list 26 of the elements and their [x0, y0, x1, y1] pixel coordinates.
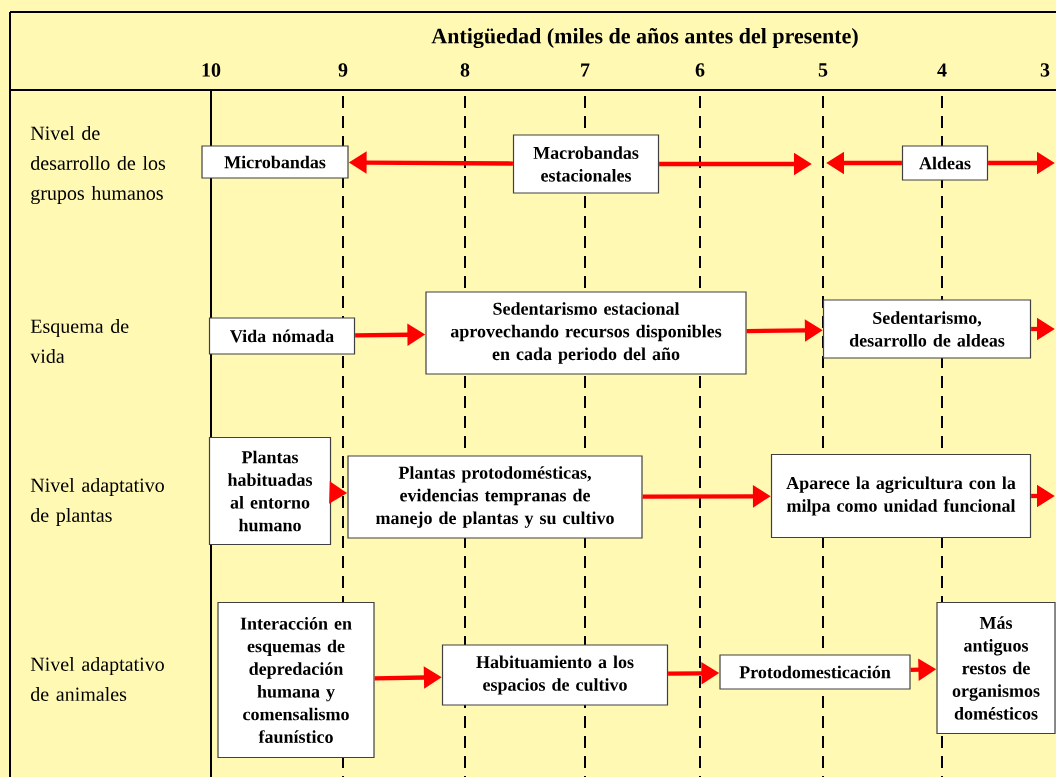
row-heading: Esquema de vida	[30, 318, 129, 363]
timeline-box: Interacción en esquemas de depredación humana y comensalismo faunístico	[217, 601, 375, 759]
timeline-box: Microbandas	[201, 145, 349, 179]
title: Antigüedad (miles de años antes del presente)	[431, 27, 858, 49]
timeline-box: Sedentarismo estacional aprovechando recursos disponibles en cada periodo del año	[425, 291, 747, 375]
row-heading: Nivel de desarrollo de los grupos humanos	[30, 125, 166, 205]
timeline-box: Habituamiento a los espacios de cultivo	[441, 644, 669, 706]
tick-label: 3	[1040, 63, 1050, 77]
tick-label: 8	[460, 63, 470, 77]
timeline-box: Protodomesticación	[719, 654, 911, 690]
timeline-box: Más antiguos restos de organismos domésticos	[936, 601, 1056, 735]
timeline-box: Plantas protodomésticas, evidencias tempranas de manejo de plantas y su cultivo	[347, 455, 643, 539]
row-heading: Nivel adaptativo de plantas	[30, 477, 164, 527]
row-heading: Nivel adaptativo de animales	[30, 656, 164, 701]
tick-label: 6	[695, 63, 705, 77]
timeline-box: Aparece la agricultura con la milpa como unidad funcional	[770, 453, 1032, 539]
timeline-box: Sedentarismo, desarrollo de aldeas	[822, 299, 1032, 359]
tick-label: 10	[202, 63, 221, 77]
tick-label: 5	[818, 63, 828, 77]
timeline-box: Vida nómada	[208, 317, 356, 355]
tick-label: 7	[581, 63, 590, 77]
timeline-box: Aldeas	[901, 145, 989, 181]
timeline-box: Macrobandas estacionales	[512, 134, 660, 194]
timeline-box: Plantas habituadas al entorno humano	[208, 436, 332, 546]
tick-label: 9	[338, 63, 348, 77]
tick-label: 4	[937, 63, 947, 77]
